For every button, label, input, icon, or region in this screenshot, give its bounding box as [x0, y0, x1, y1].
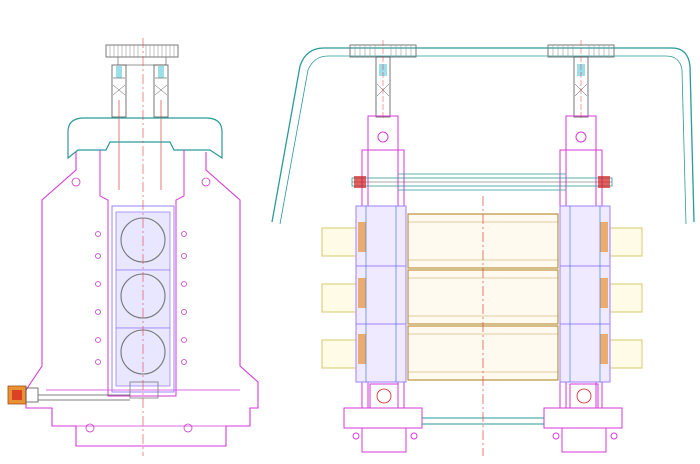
side-bolt-holes: [71, 177, 211, 433]
front-screwdown: [375, 56, 589, 118]
front-bottom-adjusters: [369, 383, 599, 409]
side-drive-coupling: [7, 385, 130, 405]
front-chocks-right: [559, 205, 611, 383]
side-housing: [25, 152, 259, 447]
side-window: [99, 150, 185, 397]
front-middle-roll: [407, 269, 559, 325]
side-top-cap: [67, 117, 223, 160]
front-guard: [271, 47, 695, 223]
side-handwheel: [105, 44, 179, 66]
front-tie-rod: [351, 173, 613, 191]
front-chocks-left: [355, 205, 407, 383]
front-view: [271, 40, 695, 456]
front-base: [343, 407, 623, 453]
side-view: [7, 38, 259, 456]
side-screwdown: [111, 64, 169, 190]
